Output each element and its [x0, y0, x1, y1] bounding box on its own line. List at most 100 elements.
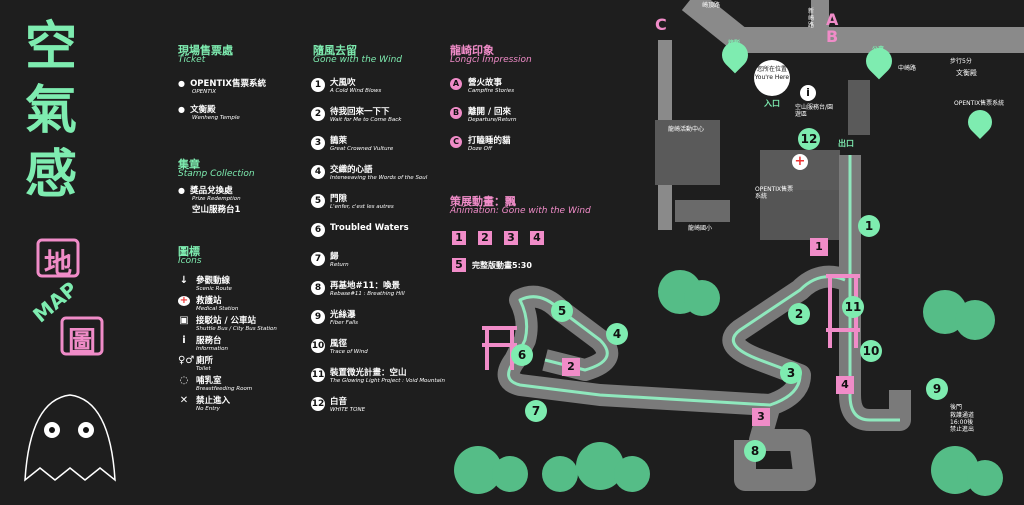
icons-subtitle: Icons — [178, 256, 202, 266]
map-stop[interactable]: 9 — [926, 378, 948, 400]
school-label: 龍崎國小 — [688, 225, 713, 232]
no-entry-note: 救護通道 16:00後 禁止進出 — [950, 412, 975, 433]
wind-number: 4 — [311, 165, 325, 179]
road-label-3: 中崎路 — [898, 65, 917, 72]
arrow-down-icon: ↓ — [179, 275, 189, 286]
longci-letter: B — [450, 107, 462, 119]
trees — [454, 270, 1003, 496]
map-letter-c: C — [655, 15, 667, 34]
map-stop[interactable]: 5 — [551, 300, 573, 322]
map-anim-box-1: 1 — [810, 238, 828, 256]
building-school — [675, 200, 730, 222]
opentix-label: OPENTIX售票系統 — [755, 186, 794, 200]
longci-letter: A — [450, 78, 462, 90]
map-stop[interactable]: 10 — [860, 340, 882, 362]
ticket-subtitle: Ticket — [178, 55, 206, 65]
anim-full-label: 完整版動畫5:30 — [472, 261, 532, 270]
longci-letter: C — [450, 136, 462, 148]
map-stop[interactable]: 8 — [744, 440, 766, 462]
medical-icon: + — [792, 154, 808, 170]
anim-title: 策展動畫：飄 — [450, 195, 516, 208]
wind-number: 5 — [311, 194, 325, 208]
map-glyph-box-1 — [36, 238, 80, 278]
stamp-subtitle: Stamp Collection — [178, 169, 255, 179]
wind-number: 7 — [311, 252, 325, 266]
anim-box: 1 — [452, 231, 466, 245]
map-stop[interactable]: 1 — [858, 215, 880, 237]
site-area — [760, 190, 840, 240]
map-glyph-2: 圖 — [68, 325, 97, 358]
info-icon: i — [182, 335, 186, 346]
map-stop[interactable]: 4 — [606, 323, 628, 345]
no-entry-icon: ✕ — [179, 395, 189, 406]
wind-number: 9 — [311, 310, 325, 324]
anim-box: 4 — [530, 231, 544, 245]
ghost-outline — [24, 394, 116, 482]
map-stop[interactable]: 2 — [788, 303, 810, 325]
toilet-icon: ♀♂ — [178, 355, 195, 366]
ticket-title: 現場售票處 — [178, 44, 233, 57]
wind-number: 12 — [311, 397, 325, 411]
nursing-icon: ◌ — [179, 375, 189, 386]
info-icon: i — [800, 85, 816, 101]
brand-title: 空 氣 感 — [25, 15, 77, 207]
brand-glyph: 氣 — [25, 81, 78, 141]
map-stop[interactable]: 6 — [511, 344, 533, 366]
anim-subtitle: Animation: Gone with the Wind — [450, 206, 591, 216]
wind-title: 隨風去留 — [313, 44, 357, 57]
anim-full-box: 5 — [452, 258, 466, 272]
shuttle-label: 接駁 — [728, 40, 741, 47]
wenheng-opentix-label: OPENTIX售票系統 — [954, 100, 1005, 107]
anim-box: 3 — [504, 231, 518, 245]
wind-subtitle: Gone with the Wind — [313, 55, 402, 65]
map-stop[interactable]: 7 — [525, 400, 547, 422]
wind-number: 6 — [311, 223, 325, 237]
road-top — [681, 0, 1024, 53]
brand-glyph: 空 — [25, 17, 78, 77]
icons-title: 圖標 — [178, 245, 200, 258]
map-letter-b: B — [826, 27, 839, 46]
longci-subtitle: Longci Impression — [450, 55, 532, 65]
road-label-1: 崎頂路 — [702, 2, 721, 9]
map-letter-a: A — [826, 10, 839, 29]
map-stop[interactable]: 3 — [780, 362, 802, 384]
map-glyph-1: 地 — [44, 247, 73, 280]
map-stop[interactable]: 11 — [842, 296, 864, 318]
wind-item[interactable]: Troubled Waters — [330, 223, 409, 233]
map-anim-box-4: 4 — [836, 376, 854, 394]
wenheng-label: 文衡殿 — [956, 69, 977, 77]
map-anim-box-3: 3 — [752, 408, 770, 426]
rear-gate-label: 後門 — [950, 404, 963, 411]
exit-label: 出口 — [838, 139, 854, 148]
camp-label: 龍崎活動中心 — [668, 126, 705, 133]
building-activity-center — [655, 120, 720, 185]
road-label-2: 新崎路 — [808, 8, 815, 29]
wind-number: 11 — [311, 368, 325, 382]
map-stop[interactable]: 12 — [798, 128, 820, 150]
building-right — [848, 80, 870, 135]
brand-glyph: 感 — [25, 145, 78, 205]
wind-number: 3 — [311, 136, 325, 150]
